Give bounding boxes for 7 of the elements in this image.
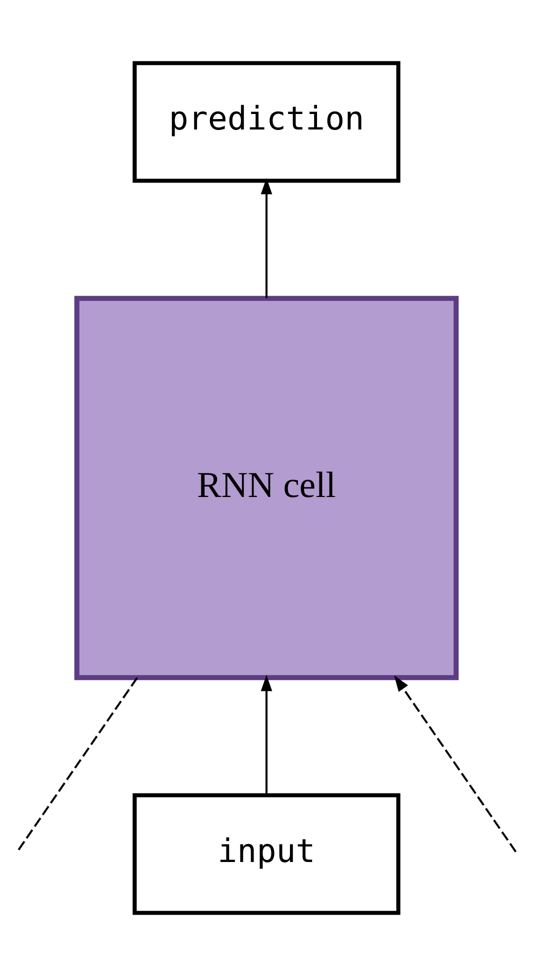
arrow bbox=[394, 675, 517, 852]
arrow bbox=[260, 674, 272, 795]
node-box: RNN cell bbox=[74, 296, 459, 680]
connector bbox=[16, 677, 138, 852]
node-box: prediction bbox=[132, 61, 400, 183]
arrow bbox=[260, 178, 272, 298]
node-box: input bbox=[132, 793, 400, 915]
